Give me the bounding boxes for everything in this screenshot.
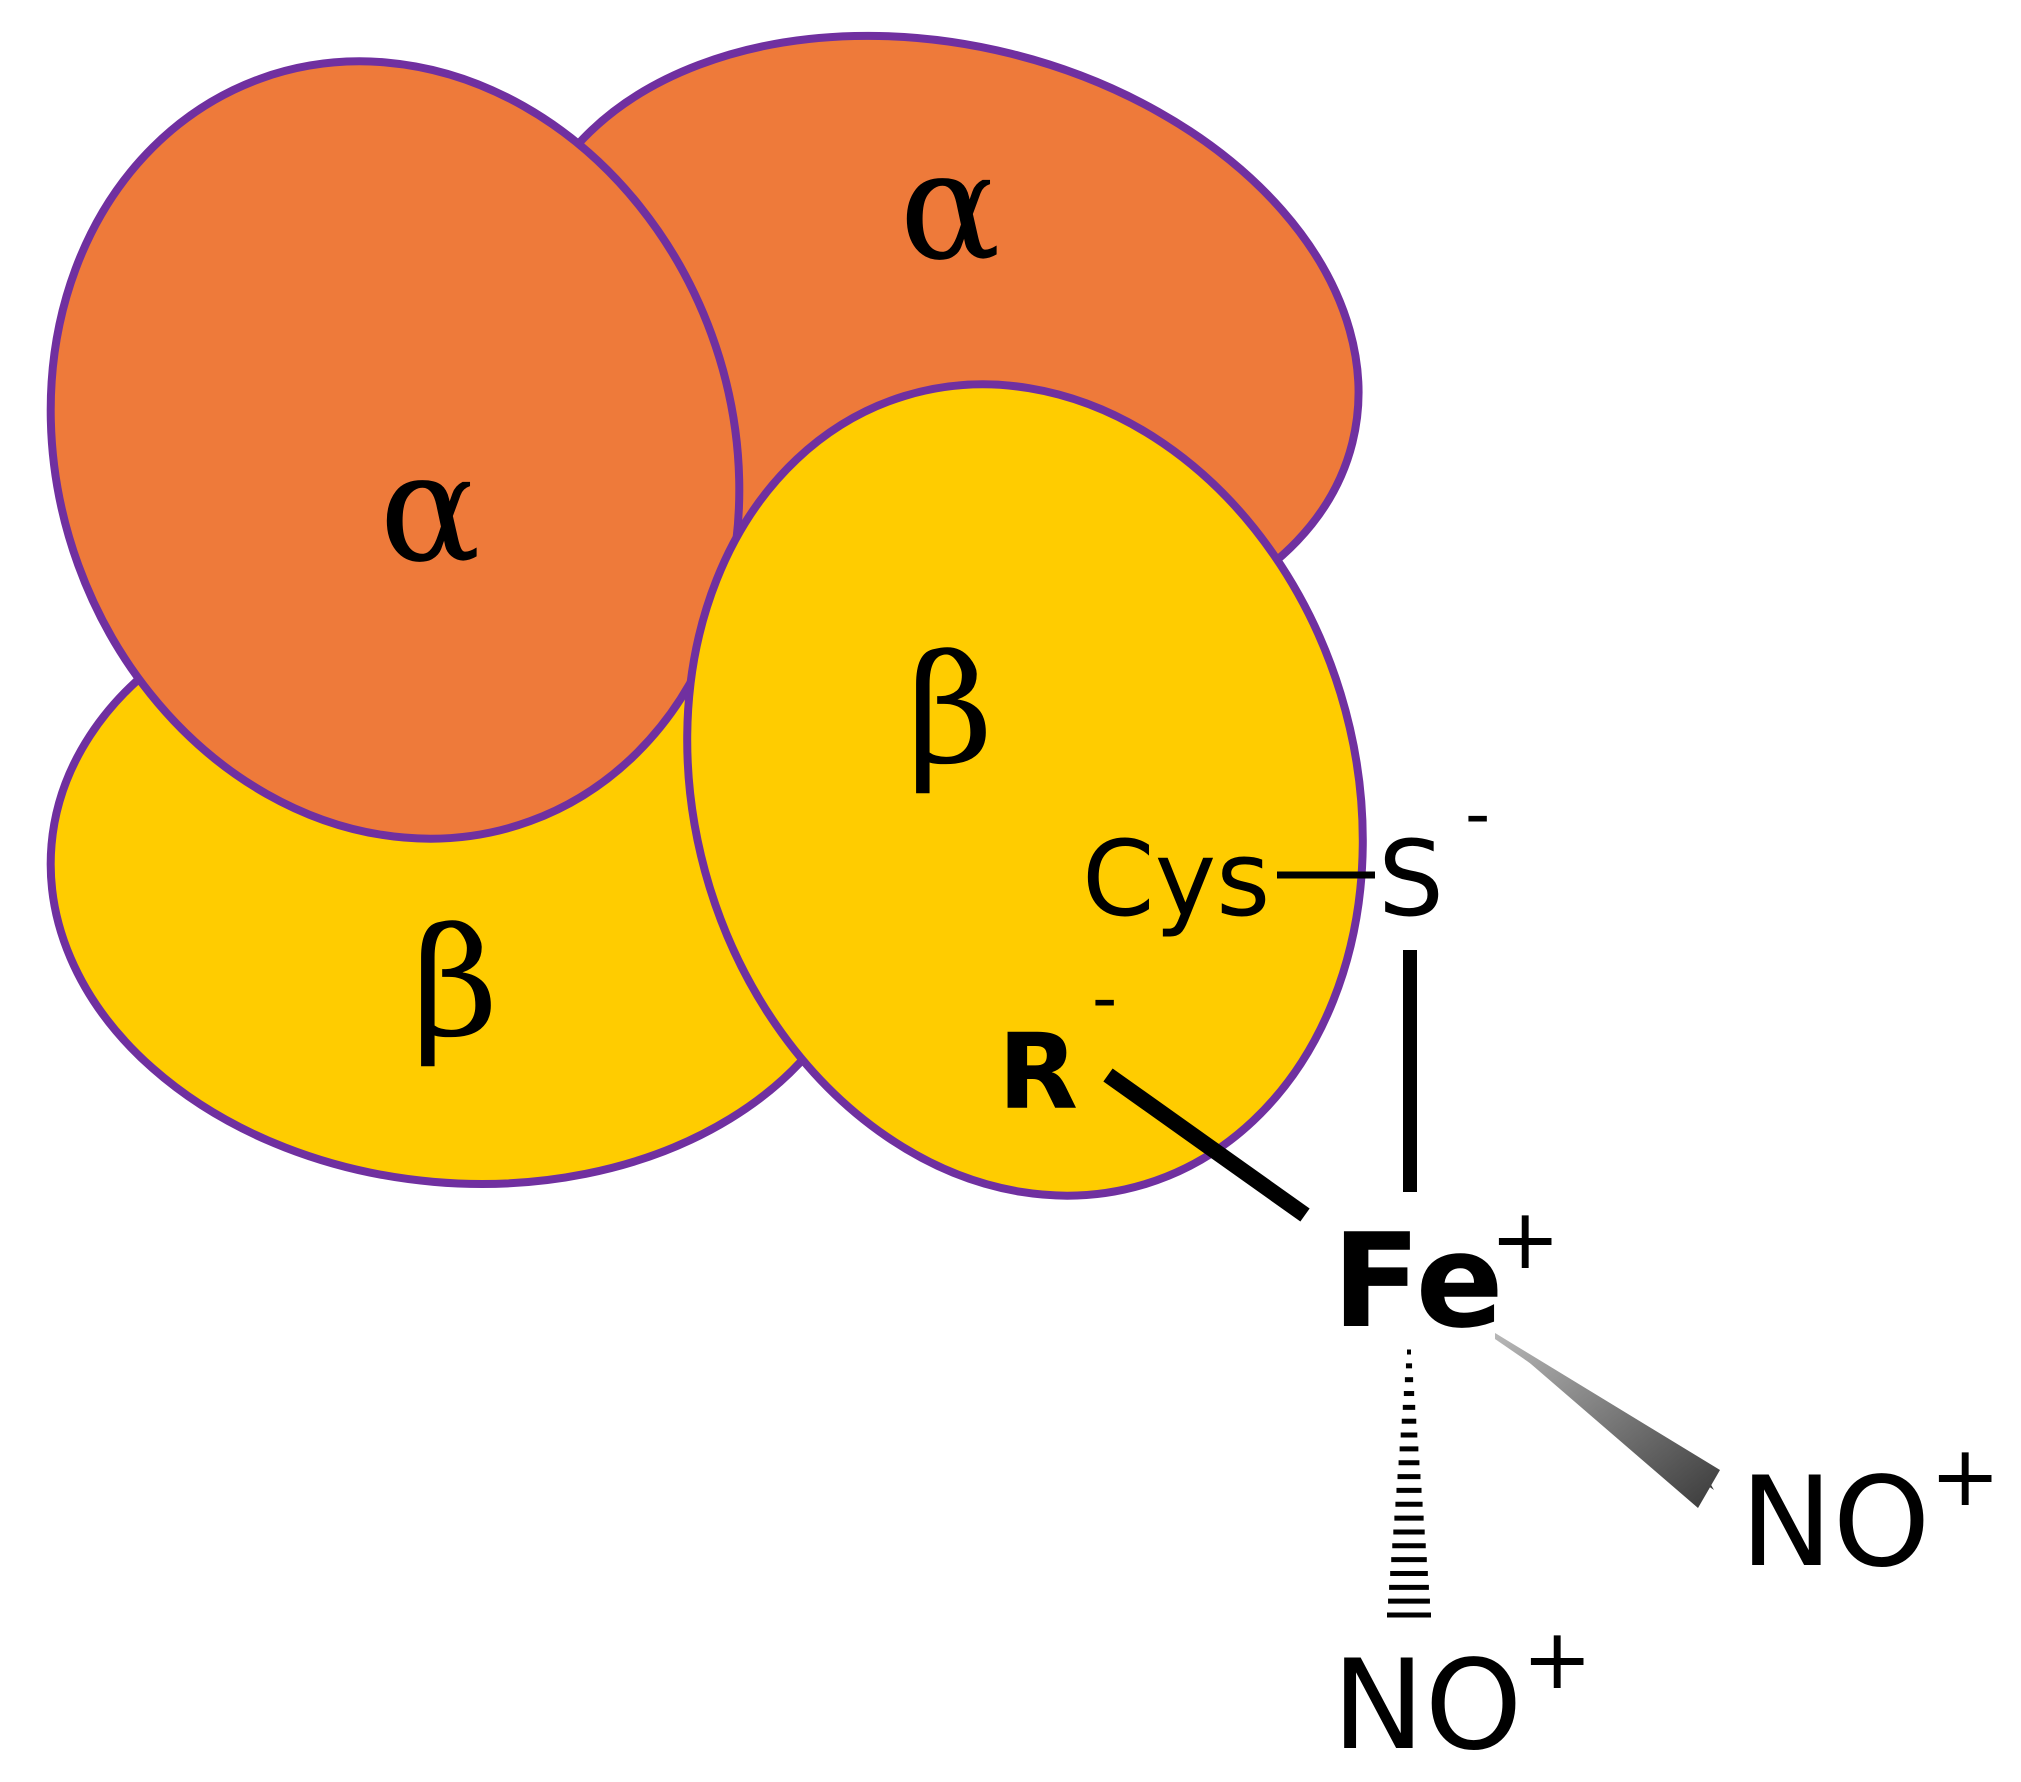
no-right-label: NO [1740, 1451, 1930, 1595]
alpha-label-right: α [899, 120, 1000, 294]
beta-label-left: β [412, 897, 499, 1071]
r-iron-bond [1103, 1068, 1310, 1222]
alpha-label-left: α [379, 422, 480, 596]
iron-no-wedge-fill [1495, 1333, 1720, 1508]
iron-label: Fe [1332, 1205, 1504, 1357]
r-group-label: R [998, 1011, 1078, 1133]
r-group-charge: - [1092, 957, 1117, 1039]
cys-label: Cys [1082, 818, 1270, 940]
sulfur-charge: - [1465, 773, 1490, 855]
beta-label-right: β [907, 624, 994, 798]
no-right-charge: + [1930, 1427, 2000, 1525]
sulfur-label: S [1378, 818, 1444, 940]
no-bottom-charge: + [1522, 1610, 1592, 1708]
alpha-subunit-left [46, 57, 744, 843]
iron-no-hashed-bond [1387, 1349, 1431, 1618]
iron-charge: + [1490, 1190, 1560, 1288]
no-bottom-label: NO [1332, 1634, 1522, 1778]
beta-subunit-right [683, 380, 1367, 1200]
